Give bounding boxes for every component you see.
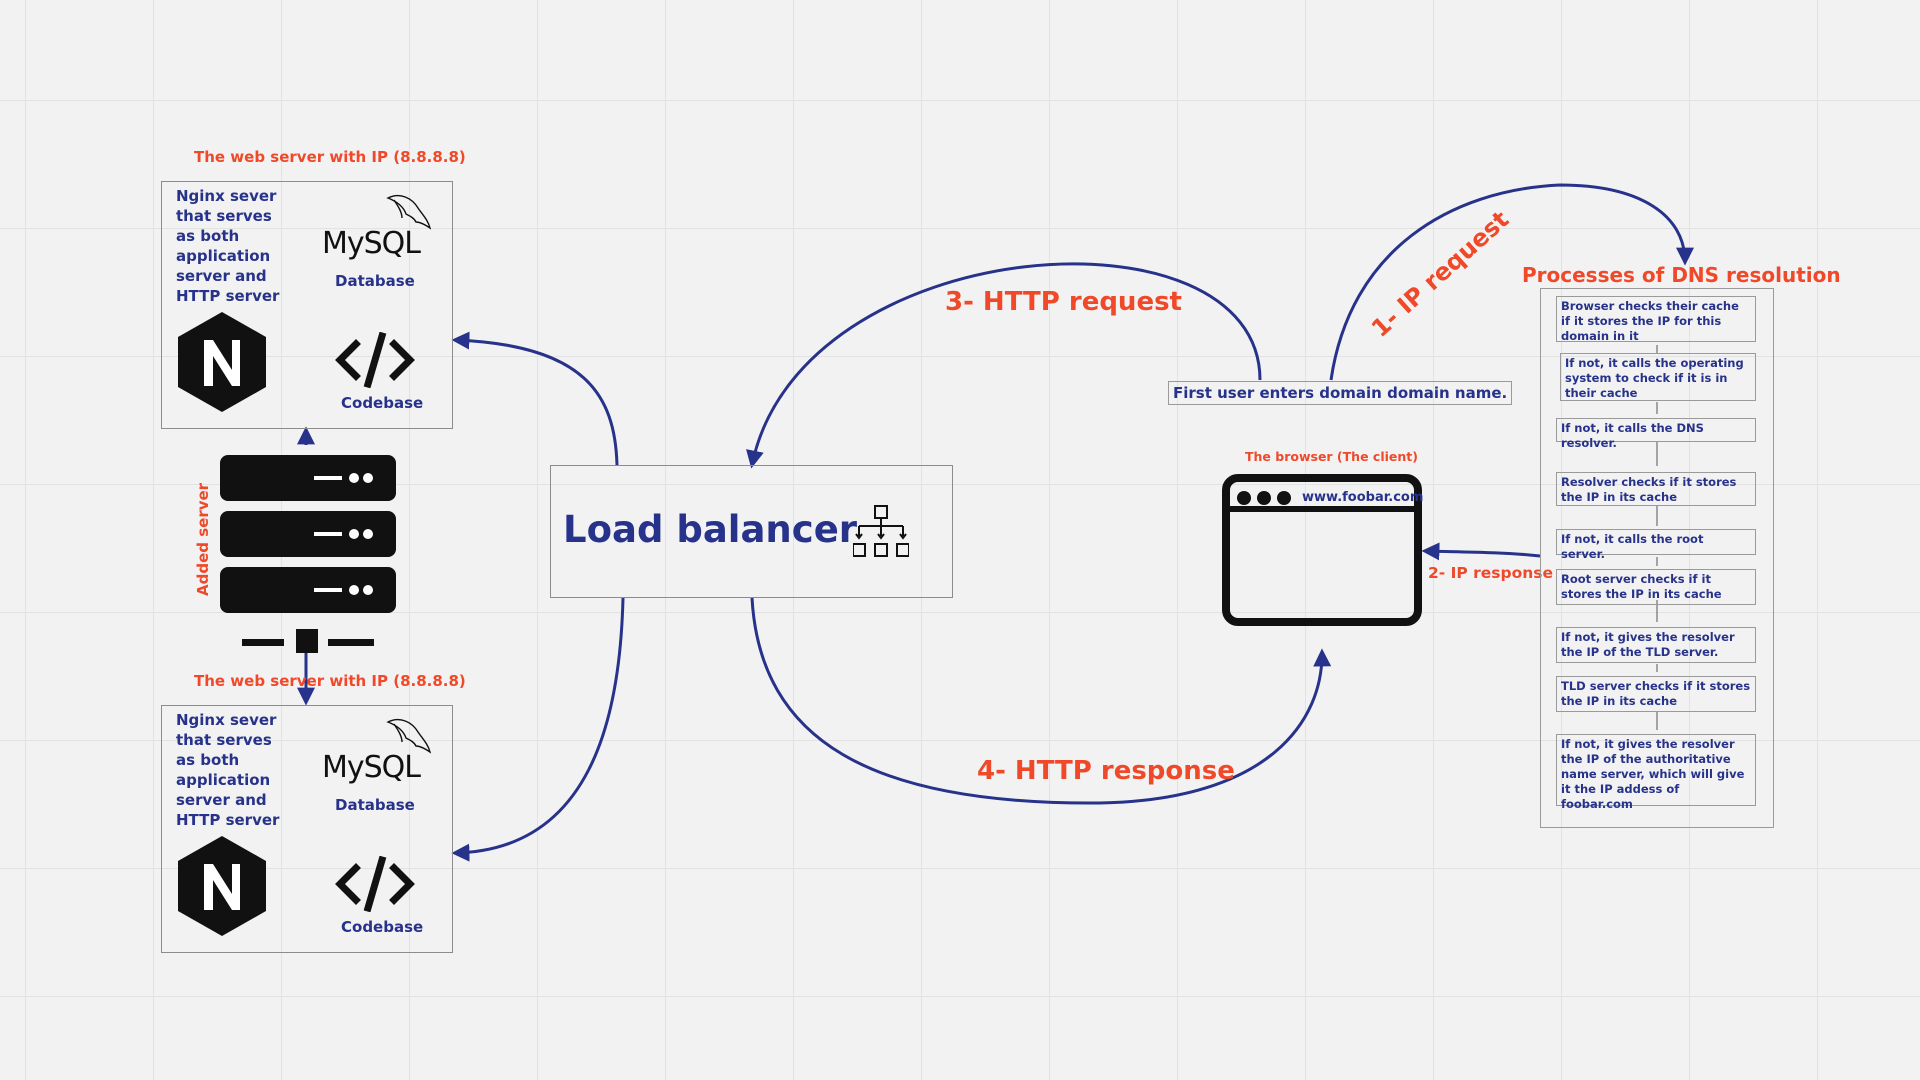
- database-label: Database: [335, 796, 415, 814]
- web-server-1-box: Nginx sever that serves as both applicat…: [161, 181, 453, 429]
- browser-url: www.foobar.com: [1302, 490, 1424, 505]
- http-response-label: 4- HTTP response: [977, 756, 1235, 786]
- mysql-logo: MySQL: [322, 750, 421, 785]
- mysql-dolphin-icon: [384, 192, 432, 238]
- dns-step-7: If not, it gives the resolver the IP of …: [1556, 627, 1756, 663]
- dns-process-panel: [1540, 288, 1774, 828]
- mysql-logo: MySQL: [322, 226, 421, 261]
- dns-step-4: Resolver checks if it stores the IP in i…: [1556, 472, 1756, 506]
- nginx-description: Nginx sever that serves as both applicat…: [176, 187, 280, 305]
- codebase-label: Codebase: [341, 394, 424, 412]
- dns-step-8: TLD server checks if it stores the IP in…: [1556, 676, 1756, 712]
- added-server-label: Added server: [194, 482, 212, 596]
- dns-step-6: Root server checks if it stores the IP i…: [1556, 569, 1756, 605]
- ip-response-label: 2- IP response: [1428, 564, 1554, 582]
- arrow-http-response: [750, 597, 1332, 805]
- domain-entry-box: First user enters domain domain name.: [1168, 381, 1513, 405]
- load-balancer-box: Load balancer: [550, 465, 953, 598]
- arrow-http-request: [746, 262, 1262, 469]
- server-rack-icon: [218, 455, 398, 659]
- nginx-description: Nginx sever that serves as both applicat…: [176, 711, 280, 829]
- dns-step-3: If not, it calls the DNS resolver.: [1556, 418, 1756, 450]
- server-1-title: The web server with IP (8.8.8.8): [194, 148, 466, 166]
- dns-title: Processes of DNS resolution: [1522, 263, 1841, 287]
- load-balancer-label: Load balancer: [563, 508, 858, 551]
- dns-step-9: If not, it gives the resolver the IP of …: [1556, 734, 1756, 811]
- arrow-ip-response: [1421, 542, 1541, 561]
- arrow-lb-to-server1: [451, 331, 619, 466]
- nginx-logo-icon: [176, 834, 268, 942]
- database-label: Database: [335, 272, 415, 290]
- server-2-title: The web server with IP (8.8.8.8): [194, 672, 466, 690]
- arrow-ip-request: [1329, 183, 1694, 381]
- code-icon: [332, 331, 418, 392]
- http-request-label: 3- HTTP request: [945, 287, 1182, 317]
- code-icon: [332, 855, 418, 916]
- browser-title: The browser (The client): [1245, 449, 1418, 464]
- dns-step-2: If not, it calls the operating system to…: [1560, 353, 1756, 401]
- arrow-lb-to-server2: [451, 597, 625, 862]
- web-server-2-box: Nginx sever that serves as both applicat…: [161, 705, 453, 953]
- hierarchy-icon: [852, 504, 910, 564]
- dns-step-5: If not, it calls the root server.: [1556, 529, 1756, 561]
- codebase-label: Codebase: [341, 918, 424, 936]
- nginx-logo-icon: [176, 310, 268, 418]
- browser-window-icon: www.foobar.com: [1222, 474, 1424, 626]
- mysql-dolphin-icon: [384, 716, 432, 762]
- dns-step-1: Browser checks their cache if it stores …: [1556, 296, 1756, 343]
